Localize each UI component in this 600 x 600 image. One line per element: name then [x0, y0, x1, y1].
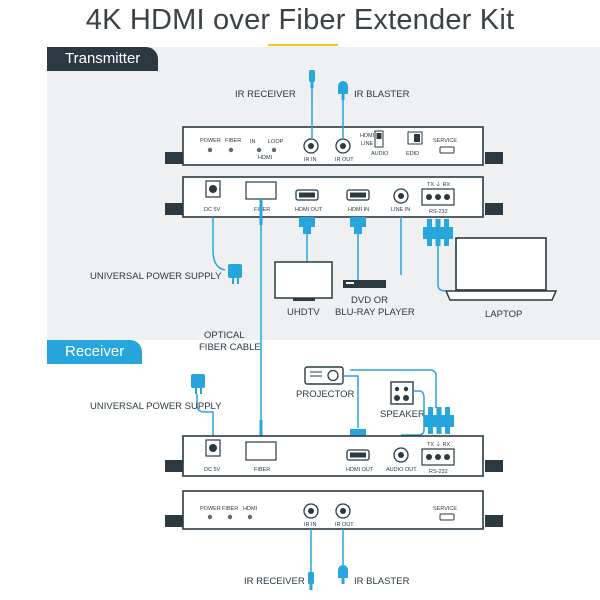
rx-ir-receiver-label: IR RECEIVER	[244, 576, 305, 587]
tx-hdmi-out-plug-icon	[299, 217, 315, 234]
fiber-led-icon	[228, 147, 234, 153]
dvd-label-line2: BLU-RAY PLAYER	[335, 307, 415, 318]
rx-dc5v-label: DC 5V	[204, 467, 221, 473]
tx-rs232-label: RS-232	[429, 209, 448, 215]
tx-hdmi-in-port-icon	[346, 189, 370, 201]
tx-ir-blaster-label: IR BLASTER	[354, 89, 410, 100]
rx-rs232-label: RS-232	[429, 469, 448, 475]
tx-front-in-label: IN	[250, 139, 256, 145]
tx-hdmi-in-plug-icon	[350, 217, 366, 234]
tx-hdmi-in-label: HDMI IN	[348, 207, 369, 213]
tx-audio-label: AUDIO	[371, 151, 389, 157]
rx-ir-blaster-icon	[338, 565, 348, 584]
tx-ir-receiver-icon	[309, 70, 315, 88]
speaker-icon	[390, 381, 414, 405]
receiver-front-unit: POWER FIBER HDMI IR IN IR OUT SERVICE	[165, 490, 503, 530]
tx-ir-blaster-icon	[338, 81, 348, 100]
tx-hdmi-out-port-icon	[295, 189, 319, 201]
rx-front-hdmi-label: HDMI	[243, 506, 258, 512]
rx-ir-blaster-label: IR BLASTER	[354, 576, 410, 587]
tx-power-supply-label: UNIVERSAL POWER SUPPLY	[90, 271, 222, 282]
projector-label: PROJECTOR	[296, 389, 355, 400]
tx-ir-in-label: IR IN	[304, 157, 317, 163]
rx-service-label: SERVICE	[433, 506, 457, 512]
tx-audio-line-label: LINE	[361, 141, 374, 147]
hdmi-in-led-icon	[256, 147, 262, 153]
tx-edid-label: EDID	[406, 151, 419, 157]
tx-front-loop-label: LOOP	[268, 139, 284, 145]
tx-line-in-label: LINE IN	[391, 207, 410, 213]
uhdtv-label: UHDTV	[287, 307, 320, 318]
tx-ir-out-jack-icon	[335, 138, 351, 154]
tx-hdmi-out-label: HDMI OUT	[295, 207, 323, 213]
rx-audio-out-label: AUDIO OUT	[386, 467, 417, 473]
rx-ir-in-label: IR IN	[304, 522, 317, 528]
tx-ir-receiver-label: IR RECEIVER	[235, 89, 296, 100]
rx-front-power-label: POWER	[200, 506, 221, 512]
receiver-tag: Receiver	[47, 340, 143, 364]
rx-fiber-led-icon	[227, 514, 233, 520]
transmitter-tag: Transmitter	[47, 47, 159, 71]
tx-rs232-terminal-icon	[421, 188, 455, 206]
rx-power-supply-icon	[191, 374, 205, 394]
tx-front-hdmi-label: HDMI	[258, 155, 273, 161]
rx-rs232-plug-icon	[424, 407, 454, 434]
tx-power-supply-icon	[228, 264, 242, 284]
power-led-icon	[207, 147, 213, 153]
speaker-label: SPEAKER	[380, 409, 425, 420]
rx-power-supply-label: UNIVERSAL POWER SUPPLY	[90, 401, 222, 412]
tx-txrx-label: TX ⏚ RX	[427, 181, 451, 188]
rx-ir-out-jack-icon	[335, 503, 351, 519]
title-underline	[268, 44, 338, 46]
tx-line-in-jack-icon	[393, 188, 409, 204]
dvd-player-icon	[343, 280, 386, 288]
tx-ir-out-label: IR OUT	[335, 157, 354, 163]
tx-audio-hdmi-label: HDMI	[360, 133, 375, 139]
fiber-label-line2: FIBER CABLE	[199, 342, 261, 353]
transmitter-front-unit: POWER FIBER IN LOOP HDMI IR IN IR OUT HD…	[165, 126, 503, 166]
page-title: 4K HDMI over Fiber Extender Kit	[85, 4, 515, 36]
laptop-icon	[444, 237, 558, 301]
tx-dc5v-label: DC 5V	[204, 207, 221, 213]
laptop-label: LAPTOP	[485, 309, 522, 320]
rx-hdmi-led-icon	[247, 514, 253, 520]
transmitter-rear-unit: DC 5V FIBER HDMI OUT HDMI IN LINE IN TX …	[165, 176, 503, 218]
rx-ir-receiver-icon	[308, 572, 314, 590]
rx-front-fiber-label: FIBER	[222, 506, 238, 512]
tx-front-fiber-label: FIBER	[225, 138, 241, 144]
rx-ir-out-label: IR OUT	[335, 522, 354, 528]
rx-ir-in-jack-icon	[303, 503, 319, 519]
projector-icon	[304, 366, 344, 385]
dvd-label-line1: DVD OR	[351, 295, 388, 306]
rx-fiber-label: FIBER	[254, 467, 270, 473]
tx-rs232-plug-icon	[423, 219, 453, 246]
rx-txrx-label: TX ⏚ RX	[427, 441, 451, 448]
uhdtv-icon	[274, 261, 333, 301]
hdmi-loop-led-icon	[271, 147, 277, 153]
rx-audio-out-jack-icon	[393, 447, 409, 463]
tx-service-label: SERVICE	[433, 138, 457, 144]
rx-hdmi-out-port-icon	[346, 449, 370, 461]
rx-power-led-icon	[207, 514, 213, 520]
receiver-rear-unit: DC 5V FIBER HDMI OUT AUDIO OUT TX ⏚ RX R…	[165, 435, 503, 477]
tx-front-power-label: POWER	[200, 138, 221, 144]
fiber-label-line1: OPTICAL	[204, 330, 245, 341]
rx-hdmi-out-label: HDMI OUT	[346, 467, 374, 473]
tx-ir-in-jack-icon	[303, 138, 319, 154]
rx-rs232-terminal-icon	[421, 448, 455, 466]
